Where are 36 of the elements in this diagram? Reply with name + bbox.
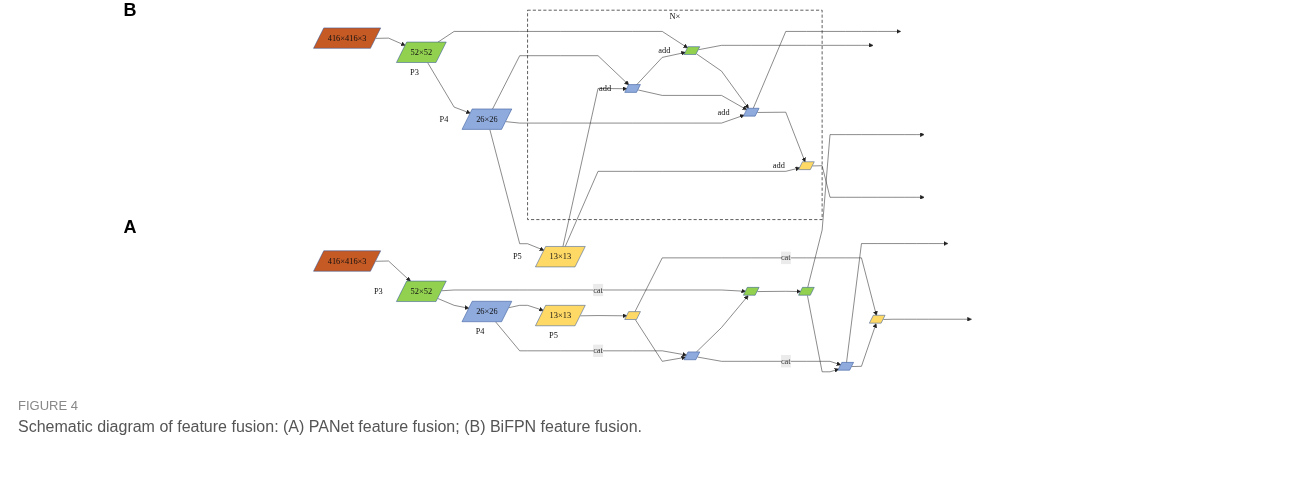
side-label: add	[598, 83, 612, 93]
empty-feature-map	[798, 161, 815, 170]
side-label: P5	[512, 251, 522, 261]
edge-label: cat	[780, 251, 791, 265]
empty-feature-map	[624, 311, 641, 320]
empty-feature-map	[624, 84, 641, 93]
feature-map: 26×26	[461, 108, 513, 130]
figure-caption: Schematic diagram of feature fusion: (A) PANet feature fusion; (B) BiFPN feature fusion.	[18, 418, 642, 436]
side-label: add	[717, 107, 730, 117]
feature-map: 416×416×3	[313, 250, 381, 272]
feature-map: 13×13	[535, 305, 586, 327]
empty-feature-map	[798, 287, 815, 296]
side-label: P4	[475, 326, 485, 336]
panel-letter: B	[123, 0, 137, 21]
side-label: P3	[410, 67, 419, 77]
empty-feature-map	[743, 108, 760, 117]
empty-feature-map	[683, 351, 701, 360]
feature-map: 52×52	[396, 41, 447, 63]
feature-map: 13×13	[535, 246, 586, 268]
empty-feature-map	[683, 46, 701, 55]
feature-map: 52×52	[396, 280, 447, 302]
side-label: P3	[373, 286, 383, 296]
edge-label: cat	[593, 344, 603, 358]
panel-letter: A	[123, 216, 137, 238]
edge-label: cat	[593, 283, 603, 297]
feature-map: 416×416×3	[313, 27, 381, 49]
figure-number: FIGURE 4	[18, 398, 78, 413]
side-label: add	[772, 161, 785, 170]
empty-feature-map	[837, 362, 854, 371]
side-label: P4	[439, 114, 449, 124]
empty-feature-map	[743, 287, 760, 296]
feature-map: 26×26	[461, 301, 513, 322]
edge-label: cat	[780, 355, 791, 368]
side-label: add	[658, 45, 671, 55]
side-label: P5	[549, 331, 558, 340]
empty-feature-map	[869, 315, 886, 324]
